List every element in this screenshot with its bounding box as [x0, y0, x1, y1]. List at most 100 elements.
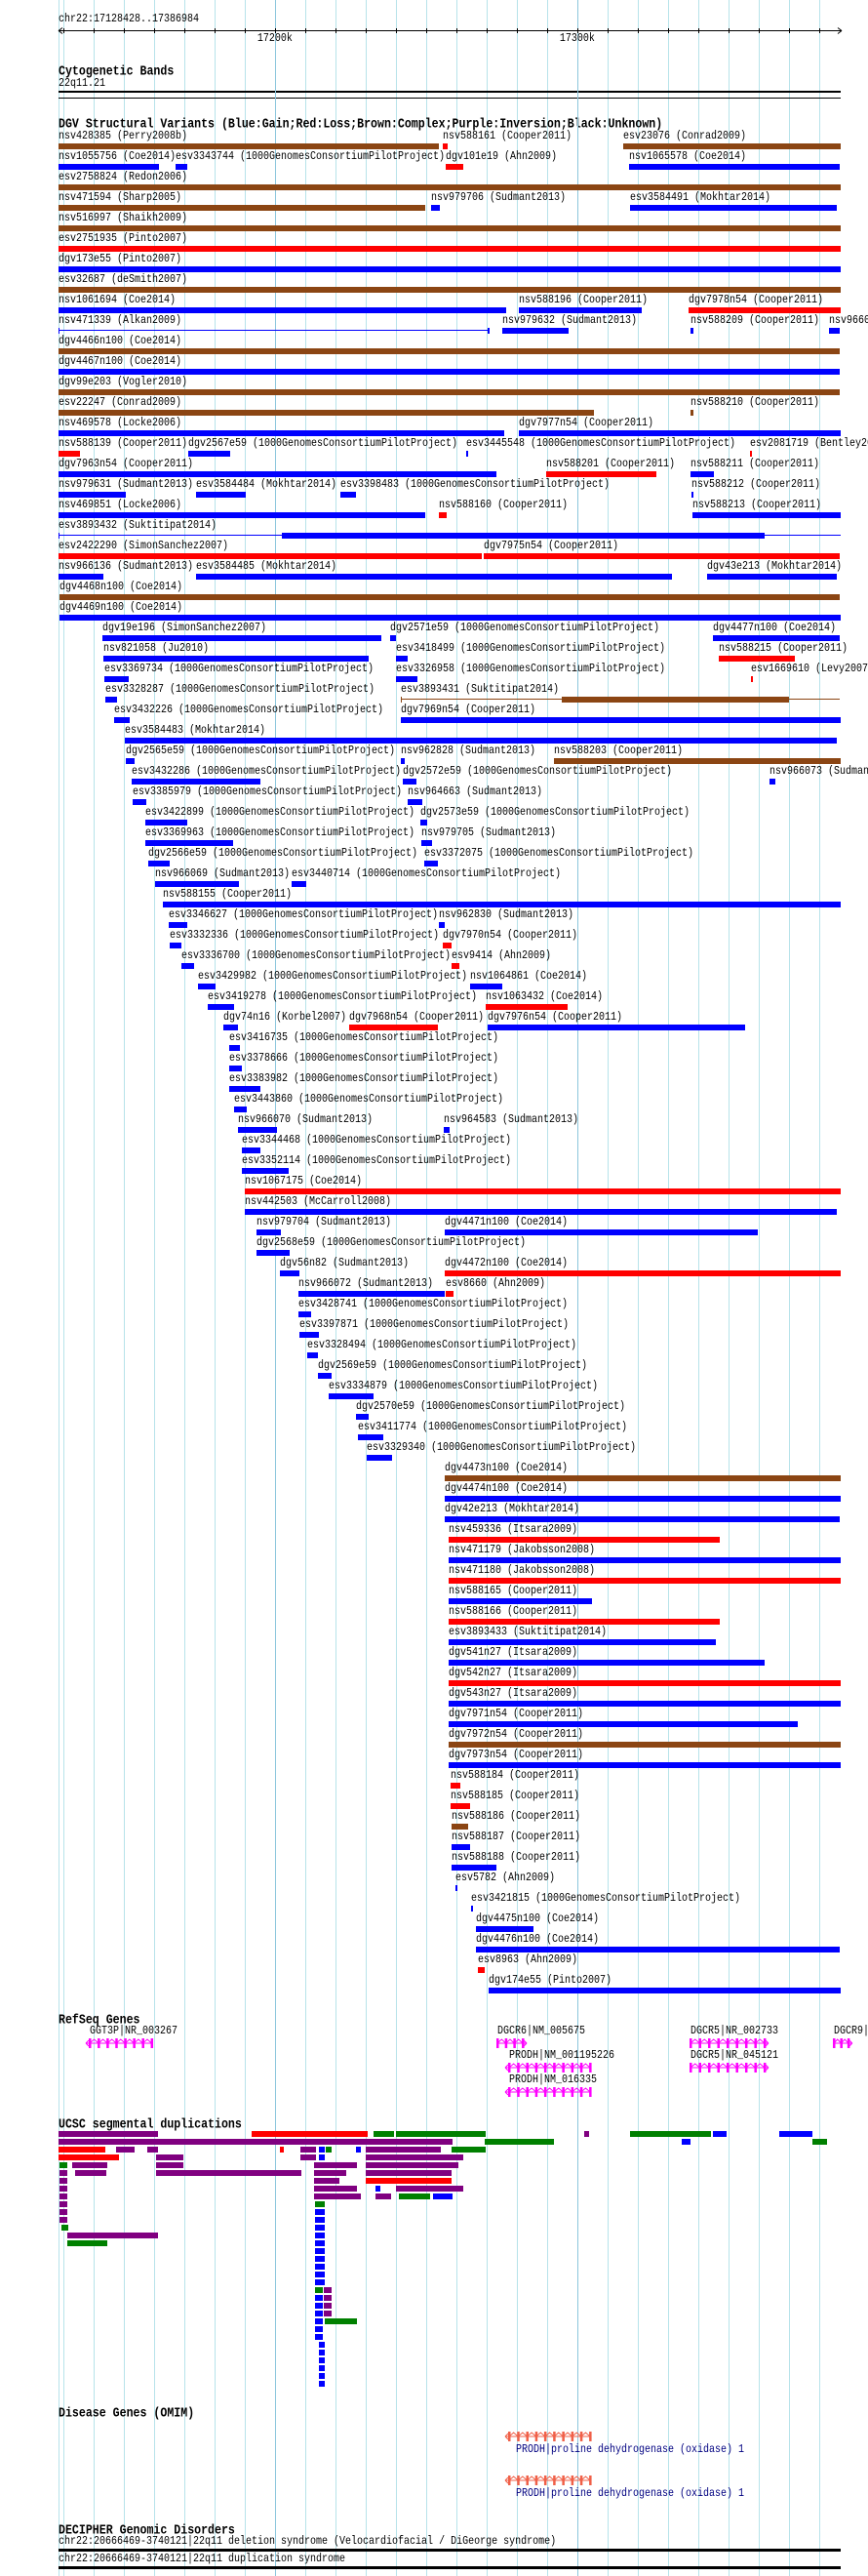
- variant-label[interactable]: esv3411774 (1000GenomesConsortiumPilotPr…: [358, 1421, 628, 1434]
- segdup-block[interactable]: [366, 2147, 441, 2153]
- variant-bar[interactable]: [59, 615, 841, 621]
- segdup-block[interactable]: [374, 2131, 394, 2137]
- variant-bar[interactable]: [691, 492, 693, 498]
- variant-bar[interactable]: [452, 963, 459, 969]
- variant-bar[interactable]: [298, 1311, 311, 1317]
- segdup-block[interactable]: [314, 2186, 357, 2192]
- segdup-block[interactable]: [59, 2194, 67, 2199]
- variant-bar[interactable]: [439, 512, 447, 518]
- variant-label[interactable]: dgv4473n100 (Coe2014): [445, 1462, 569, 1475]
- variant-label[interactable]: esv3369734 (1000GenomesConsortiumPilotPr…: [104, 663, 375, 676]
- variant-label[interactable]: nsv588212 (Cooper2011): [691, 478, 821, 492]
- segdup-block[interactable]: [366, 2154, 463, 2160]
- variant-label[interactable]: esv3421815 (1000GenomesConsortiumPilotPr…: [471, 1892, 741, 1906]
- variant-bar[interactable]: [623, 143, 841, 149]
- variant-bar[interactable]: [59, 574, 103, 580]
- variant-label[interactable]: dgv542n27 (Itsara2009): [449, 1667, 578, 1680]
- segdup-block[interactable]: [59, 2170, 67, 2176]
- variant-label[interactable]: esv2422290 (SimonSanchez2007): [59, 540, 229, 553]
- omim-gene-label[interactable]: PRODH|proline dehydrogenase (oxidase) 1: [516, 2487, 745, 2501]
- segdup-block[interactable]: [319, 2381, 325, 2387]
- variant-label[interactable]: nsv588165 (Cooper2011): [449, 1585, 578, 1598]
- segdup-block[interactable]: [396, 2131, 486, 2137]
- variant-label[interactable]: nsv1063432 (Coe2014): [486, 990, 604, 1004]
- segdup-block[interactable]: [59, 2217, 67, 2223]
- variant-label[interactable]: dgv7972n54 (Cooper2011): [449, 1728, 584, 1742]
- segdup-block[interactable]: [156, 2170, 301, 2176]
- variant-label[interactable]: dgv2568e59 (1000GenomesConsortiumPilotPr…: [256, 1236, 527, 1250]
- segdup-block[interactable]: [280, 2147, 284, 2153]
- cytoband-track-title[interactable]: Cytogenetic Bands: [59, 63, 175, 80]
- segdup-block[interactable]: [630, 2131, 711, 2137]
- variant-bar[interactable]: [445, 1516, 840, 1522]
- segdup-block[interactable]: [315, 2318, 323, 2324]
- variant-label[interactable]: nsv442503 (McCarroll2008): [245, 1195, 392, 1209]
- variant-label[interactable]: nsv588155 (Cooper2011): [163, 888, 293, 902]
- variant-label[interactable]: esv3443860 (1000GenomesConsortiumPilotPr…: [234, 1093, 504, 1107]
- variant-bar[interactable]: [102, 635, 381, 641]
- variant-label[interactable]: esv3352114 (1000GenomesConsortiumPilotPr…: [242, 1154, 512, 1168]
- variant-label[interactable]: dgv7963n54 (Cooper2011): [59, 458, 194, 471]
- variant-bar[interactable]: [59, 594, 840, 600]
- variant-label[interactable]: nsv979706 (Sudmant2013): [431, 191, 567, 205]
- ruler-axis[interactable]: [0, 10, 868, 49]
- variant-label[interactable]: dgv99e203 (Vogler2010): [59, 376, 188, 389]
- variant-label[interactable]: nsv1061694 (Coe2014): [59, 294, 177, 307]
- variant-label[interactable]: esv3584485 (Mokhtar2014): [196, 560, 337, 574]
- variant-bar[interactable]: [443, 143, 448, 149]
- variant-bar[interactable]: [145, 840, 233, 846]
- variant-label[interactable]: nsv979705 (Sudmant2013): [421, 826, 557, 840]
- variant-bar[interactable]: [329, 1393, 374, 1399]
- variant-bar[interactable]: [403, 779, 416, 785]
- variant-bar[interactable]: [125, 738, 837, 744]
- segdup-block[interactable]: [366, 2170, 452, 2176]
- variant-bar[interactable]: [145, 820, 187, 825]
- omim-gene-model-icon[interactable]: [504, 2474, 594, 2487]
- variant-label[interactable]: esv3418499 (1000GenomesConsortiumPilotPr…: [396, 642, 666, 656]
- variant-label[interactable]: nsv459336 (Itsara2009): [449, 1523, 578, 1537]
- variant-bar[interactable]: [449, 1701, 841, 1707]
- variant-bar[interactable]: [719, 656, 795, 662]
- omim-track-title[interactable]: Disease Genes (OMIM): [59, 2405, 195, 2422]
- variant-label[interactable]: esv8963 (Ahn2009): [478, 1953, 578, 1967]
- variant-bar[interactable]: [282, 533, 765, 539]
- variant-bar[interactable]: [148, 861, 170, 866]
- variant-bar[interactable]: [449, 1742, 841, 1748]
- variant-label[interactable]: esv5782 (Ahn2009): [455, 1872, 556, 1885]
- segdup-block[interactable]: [252, 2131, 368, 2137]
- variant-label[interactable]: esv3584491 (Mokhtar2014): [630, 191, 771, 205]
- variant-bar[interactable]: [488, 328, 490, 334]
- variant-bar[interactable]: [59, 164, 159, 170]
- variant-label[interactable]: dgv7969n54 (Cooper2011): [401, 704, 536, 717]
- variant-label[interactable]: esv1669610 (Levy2007): [751, 663, 868, 676]
- variant-label[interactable]: dgv7971n54 (Cooper2011): [449, 1708, 584, 1721]
- variant-label[interactable]: dgv4468n100 (Coe2014): [59, 581, 183, 594]
- decipher-label[interactable]: chr22:20666469-3740121|22q11 duplication…: [59, 2553, 346, 2566]
- variant-label[interactable]: esv2081719 (Bentley2008): [750, 437, 868, 451]
- segdup-block[interactable]: [315, 2201, 325, 2207]
- variant-bar[interactable]: [59, 471, 496, 477]
- gene-label[interactable]: PRODH|NM_001195226: [509, 2049, 615, 2063]
- variant-bar[interactable]: [59, 512, 425, 518]
- segdup-block[interactable]: [67, 2240, 107, 2246]
- variant-label[interactable]: nsv588161 (Cooper2011): [443, 130, 572, 143]
- variant-label[interactable]: nsv588201 (Cooper2011): [546, 458, 676, 471]
- gene-label[interactable]: GGT3P|NR_003267: [90, 2025, 178, 2038]
- variant-bar[interactable]: [451, 1803, 470, 1809]
- variant-label[interactable]: dgv7975n54 (Cooper2011): [484, 540, 619, 553]
- variant-label[interactable]: nsv588166 (Cooper2011): [449, 1605, 578, 1619]
- variant-label[interactable]: nsv966070 (Sudmant2013): [238, 1113, 374, 1127]
- variant-label[interactable]: nsv1064861 (Coe2014): [470, 970, 588, 984]
- gene-label[interactable]: DGCR9|: [834, 2025, 868, 2038]
- variant-label[interactable]: dgv7968n54 (Cooper2011): [349, 1011, 485, 1025]
- variant-label[interactable]: nsv588213 (Cooper2011): [692, 499, 822, 512]
- variant-label[interactable]: esv3416735 (1000GenomesConsortiumPilotPr…: [229, 1031, 499, 1045]
- segdup-block[interactable]: [59, 2201, 67, 2207]
- variant-bar[interactable]: [401, 717, 841, 723]
- variant-bar[interactable]: [176, 164, 187, 170]
- segdup-block[interactable]: [315, 2240, 325, 2246]
- segdup-block[interactable]: [324, 2287, 332, 2293]
- variant-bar[interactable]: [59, 184, 841, 190]
- variant-bar[interactable]: [476, 1947, 840, 1952]
- variant-bar[interactable]: [396, 676, 417, 682]
